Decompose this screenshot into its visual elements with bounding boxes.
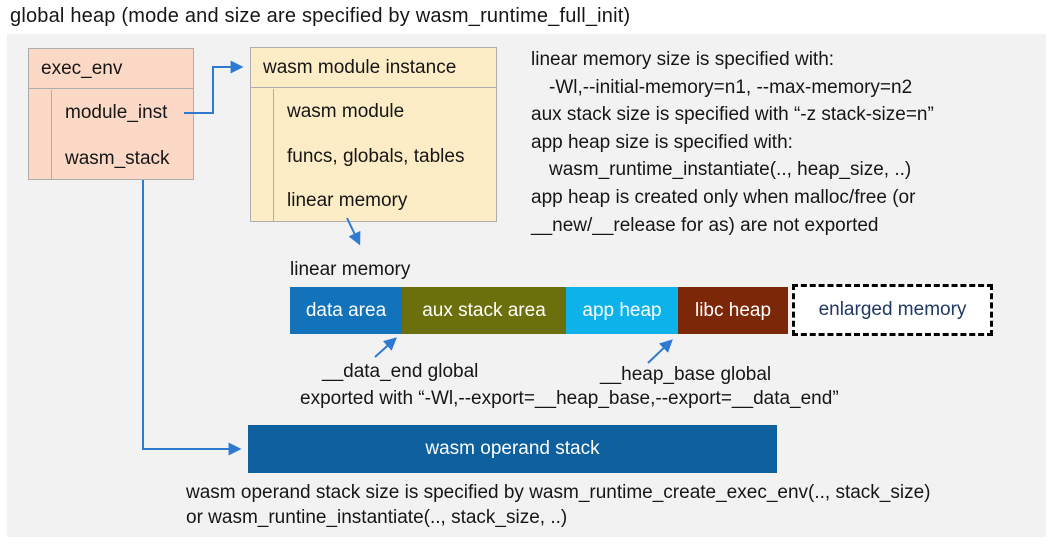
note-operand-stack-size: wasm operand stack size is specified by …	[186, 482, 931, 503]
note-runtine-instantiate: or wasm_runtine_instantiate(.., stack_si…	[186, 507, 568, 528]
segment-enlarged-memory: enlarged memory	[792, 284, 993, 336]
wasm-operand-stack-box: wasm operand stack	[248, 425, 777, 473]
exec-env-row-wasm-stack: wasm_stack	[65, 147, 170, 169]
segment-aux-stack-area: aux stack area	[402, 287, 566, 334]
segment-app-heap: app heap	[566, 287, 678, 334]
diagram-title: global heap (mode and size are specified…	[10, 5, 631, 27]
notes-top: linear memory size is specified with: -W…	[531, 46, 934, 239]
annotation-data-end-global: __data_end global	[322, 361, 479, 382]
notes-bottom: wasm operand stack size is specified by …	[186, 480, 931, 530]
annotation-exported-with: exported with “-Wl,--export=__heap_base,…	[300, 388, 839, 409]
module-instance-left-strip	[251, 89, 274, 221]
module-instance-row-wasm-module: wasm module	[287, 101, 405, 122]
note-app-heap-created-2: __new/__release for as) are not exported	[531, 214, 879, 236]
module-instance-title: wasm module instance	[251, 48, 496, 88]
note-aux-stack-size: aux stack size is specified with “-z sta…	[531, 104, 934, 126]
exec-env-row-module-inst: module_inst	[65, 102, 168, 123]
linear-memory-label: linear memory	[290, 259, 411, 280]
exec-env-box: exec_env module_inst wasm_stack	[28, 48, 194, 180]
annotation-heap-base-global: __heap_base global	[600, 364, 772, 385]
module-instance-row-funcs-globals-tables: funcs, globals, tables	[287, 146, 465, 167]
module-instance-box: wasm module instance wasm module funcs, …	[250, 47, 497, 222]
module-instance-row-linear-memory: linear memory	[287, 190, 408, 211]
note-app-heap-created-1: app heap is created only when malloc/fre…	[531, 186, 916, 208]
segment-data-area: data area	[290, 287, 402, 334]
note-runtime-instantiate: wasm_runtime_instantiate(.., heap_size, …	[549, 159, 912, 181]
exec-env-left-strip	[29, 90, 52, 179]
note-linear-memory-size: linear memory size is specified with:	[531, 49, 835, 70]
note-wl-initial-memory: -Wl,--initial-memory=n1, --max-memory=n2	[549, 76, 913, 98]
note-app-heap-size: app heap size is specified with:	[531, 131, 793, 153]
segment-libc-heap: libc heap	[678, 287, 788, 334]
exec-env-title: exec_env	[29, 49, 193, 89]
